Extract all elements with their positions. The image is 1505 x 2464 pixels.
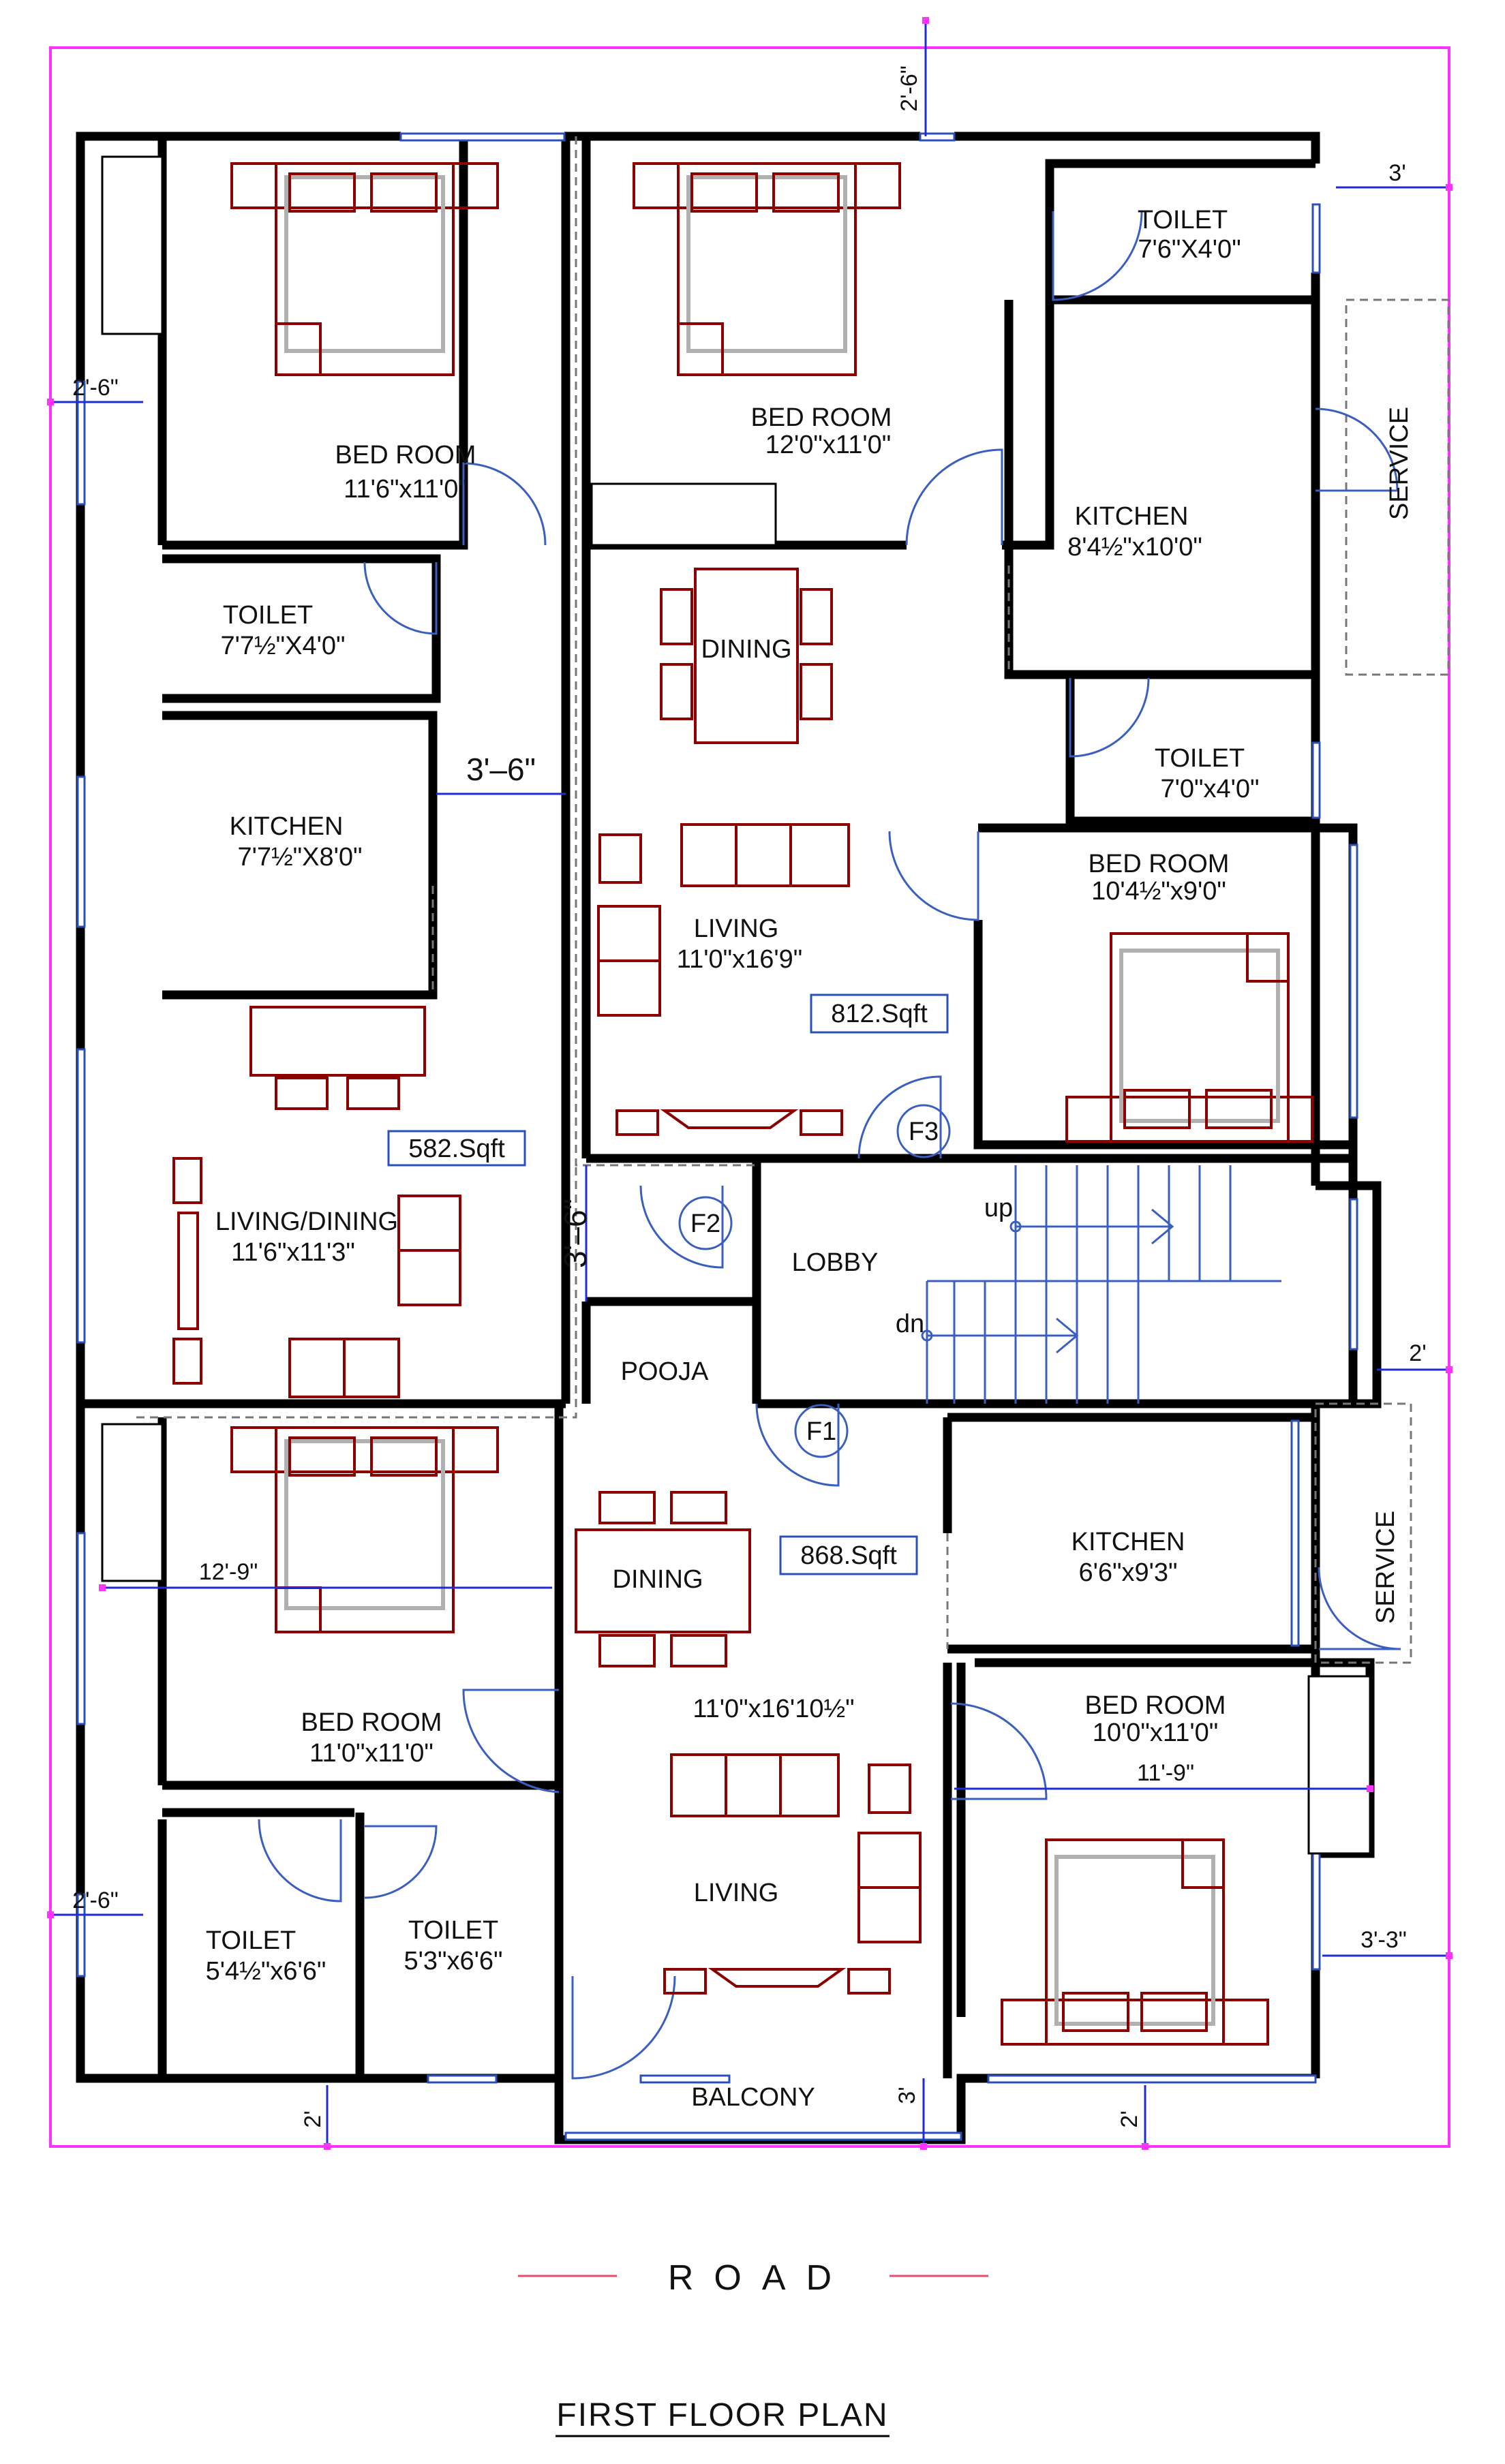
area-label: 868.Sqft [800, 1541, 897, 1570]
room-name: LIVING/DINING [215, 1207, 398, 1236]
dimension-label: 2' [300, 2110, 326, 2127]
dashed-outlines [136, 136, 1450, 1664]
dimension-label: 2' [1116, 2110, 1142, 2127]
dimension-lines [47, 17, 1453, 2150]
room-size: 11'0"x16'10½" [693, 1695, 854, 1723]
sofa-icon [172, 1157, 461, 1398]
room-size: 11'6"x11'0" [344, 475, 468, 504]
room-name: BALCONY [691, 2083, 815, 2112]
dimension-label: 3' [894, 2086, 920, 2104]
doors [258, 211, 1401, 2080]
flat-label: F3 [909, 1118, 939, 1146]
flat-label: F1 [806, 1417, 836, 1446]
room-name: BED ROOM [751, 403, 892, 432]
area-labels: 582.Sqft 812.Sqft 868.Sqft [408, 1000, 928, 1570]
room-name: TOILET [1155, 744, 1245, 773]
room-name: KITCHEN [1071, 1528, 1185, 1556]
room-name: TOILET [223, 601, 313, 630]
room-name: LIVING [694, 914, 779, 943]
bed-icon [1065, 932, 1313, 1143]
room-size: 11'0"x11'0" [309, 1739, 434, 1768]
room-name: DINING [613, 1565, 703, 1594]
room-size: 11'0"x16'9" [677, 945, 802, 974]
room-name: LOBBY [792, 1248, 879, 1277]
dining-table-icon [575, 1491, 751, 1667]
room-size: 5'4½"x6'6" [206, 1957, 326, 1986]
stair-labels: up dn [896, 1194, 1013, 1338]
room-name: SERVICE [1385, 407, 1414, 520]
room-size: 7'7½"X8'0" [237, 843, 362, 872]
room-name: DINING [701, 635, 792, 664]
flat-marker-labels: F3 F2 F1 [690, 1118, 939, 1446]
room-name: KITCHEN [1075, 502, 1189, 531]
bed-icon [633, 162, 901, 376]
stair-treads-lower [927, 1280, 1281, 1404]
area-boxes [387, 994, 949, 1575]
room-name: TOILET [408, 1916, 498, 1945]
room-name: BED ROOM [335, 441, 476, 469]
area-label: 582.Sqft [408, 1135, 505, 1163]
dimension-label: 12'-9" [199, 1559, 258, 1585]
area-label: 812.Sqft [831, 1000, 928, 1028]
room-size: 7'0"x4'0" [1160, 775, 1259, 803]
room-name: BED ROOM [301, 1708, 442, 1737]
room-size: 12'0"x11'0" [765, 431, 891, 459]
dining-table-icon [660, 568, 833, 744]
room-name: BED ROOM [1089, 850, 1230, 878]
room-size: 11'6"x11'3" [231, 1238, 355, 1267]
room-size: 7'7½"X4'0" [220, 632, 345, 660]
room-name: SERVICE [1371, 1511, 1400, 1624]
furniture [172, 162, 1313, 2046]
dimension-label: 2'-6" [896, 65, 922, 112]
dining-table-icon [249, 1006, 426, 1110]
bed-icon [230, 162, 499, 376]
room-size: 7'6"X4'0" [1138, 235, 1241, 264]
room-name: KITCHEN [230, 812, 344, 841]
interior-walls [157, 136, 1375, 2078]
road-label: ROAD [668, 2258, 852, 2298]
room-labels: BED ROOM 11'6"x11'0" TOILET 7'7½"X4'0" K… [206, 206, 1414, 2112]
flat-label: F2 [690, 1210, 720, 1238]
dimension-label: 3' [1388, 160, 1405, 186]
staircase [921, 1165, 1281, 1404]
room-size: 8'4½"x10'0" [1067, 533, 1202, 561]
dimension-label: 11'-9" [1137, 1760, 1194, 1786]
dimension-labels: 2'-6" 3' 2'-6" 3'–6" 3'–6" 2' 12'-9" 11'… [72, 65, 1427, 2128]
windows [76, 132, 1358, 2141]
dimension-label: 2'-6" [72, 375, 119, 401]
sofa-icon [597, 823, 850, 1017]
stair-treads-upper [1014, 1165, 1232, 1281]
room-name: LIVING [694, 1879, 779, 1907]
room-name: TOILET [206, 1926, 296, 1955]
dimension-label: 3'–6" [466, 752, 536, 787]
stair-up-label: up [984, 1194, 1013, 1222]
room-name: BED ROOM [1085, 1691, 1226, 1720]
room-size: 10'0"x11'0" [1093, 1719, 1218, 1747]
dimension-label: 2'-6" [72, 1888, 119, 1913]
room-size: 5'3"x6'6" [404, 1947, 502, 1975]
dimension-label: 3'-3" [1360, 1927, 1407, 1953]
shafts [101, 155, 1371, 1855]
flat-markers [678, 1104, 951, 1458]
room-name: POOJA [621, 1357, 709, 1386]
bed-icon [1001, 1838, 1269, 2046]
room-size: 10'4½"x9'0" [1091, 877, 1226, 906]
room-size: 6'6"x9'3" [1078, 1558, 1177, 1587]
room-name: TOILET [1138, 206, 1228, 234]
bed-icon [230, 1426, 499, 1633]
dimension-label: 3'–6" [558, 1199, 593, 1268]
sofa-icon [670, 1753, 922, 1943]
dimension-label: 2' [1409, 1340, 1426, 1366]
tv-unit-icon [663, 1968, 891, 1995]
site-boundary [49, 46, 1450, 2148]
plan-title: FIRST FLOOR PLAN [556, 2397, 888, 2433]
tv-unit-icon [615, 1109, 843, 1136]
stair-down-label: dn [896, 1310, 924, 1338]
